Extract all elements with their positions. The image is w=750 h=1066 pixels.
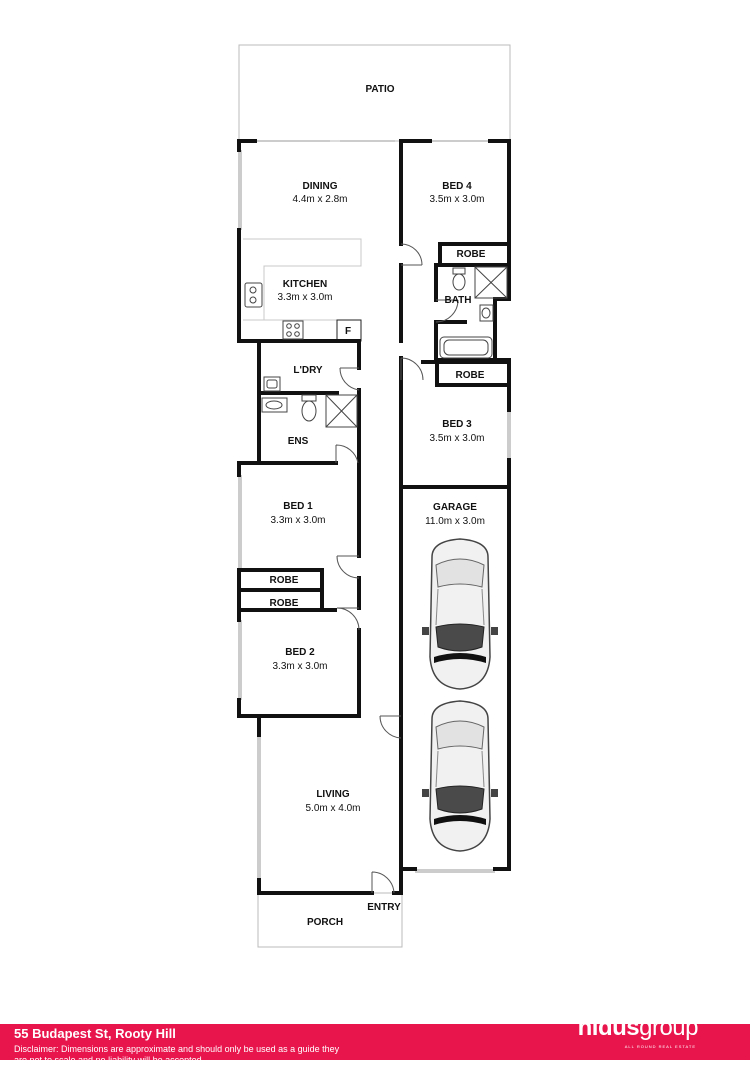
cooktop [282,320,304,340]
bed3-dims: 3.5m x 3.0m [429,433,484,444]
garage-dims: 11.0m x 3.0m [425,516,485,527]
robe-bed4-label: ROBE [457,249,486,260]
bed1-label: BED 1 [283,501,313,512]
bed1-dims: 3.3m x 3.0m [270,515,325,526]
living-dims: 5.0m x 4.0m [305,803,360,814]
walls [237,139,511,895]
agency-tagline: ALL ROUND REAL ESTATE [624,1044,696,1049]
dining-dims: 4.4m x 2.8m [292,194,347,205]
kitchen-label: KITCHEN [283,279,327,290]
bed2-label: BED 2 [285,647,315,658]
patio-label: PATIO [365,84,394,95]
floor-plan: PATIO DINING 4.4m x 2.8m BED 4 3.5m x 3.… [237,44,511,948]
bathtub [439,336,493,359]
logo-bold: nidus [577,1014,640,1041]
laundry-label: L'DRY [293,365,323,376]
disclaimer-text: Disclaimer: Dimensions are approximate a… [14,1044,340,1065]
laundry-tub [263,376,281,392]
dining-label: DINING [303,181,338,192]
bed3-label: BED 3 [442,419,472,430]
car-icon [422,700,498,852]
footer-bar: 55 Budapest St, Rooty Hill Disclaimer: D… [0,1014,750,1065]
agency-logo: nidusgroup [577,1014,699,1042]
kitchen-dims: 3.3m x 3.0m [277,292,332,303]
robe-bed1-label: ROBE [270,575,299,586]
bath-label: BATH [444,295,471,306]
fridge-label: F [345,326,351,337]
porch-label: PORCH [307,917,343,928]
kitchen-sink [244,282,263,308]
ensuite-label: ENS [288,436,309,447]
bed4-label: BED 4 [442,181,472,192]
bath-toilet [452,267,466,291]
car-icon [422,538,498,690]
property-address: 55 Budapest St, Rooty Hill [14,1026,176,1041]
living-label: LIVING [316,789,350,800]
windows [238,140,511,880]
bath-vanity [479,304,494,322]
ensuite-shower [325,394,358,428]
garage-label: GARAGE [433,502,477,513]
logo-light: group [639,1014,698,1041]
door-swings [335,243,459,894]
bath-shower [474,266,508,299]
ensuite-toilet [301,394,317,422]
ensuite-vanity [261,397,288,413]
entry-label: ENTRY [367,902,401,913]
robe-bed3-label: ROBE [456,370,485,381]
bed4-dims: 3.5m x 3.0m [429,194,484,205]
robe-bed2-label: ROBE [270,598,299,609]
bed2-dims: 3.3m x 3.0m [272,661,327,672]
